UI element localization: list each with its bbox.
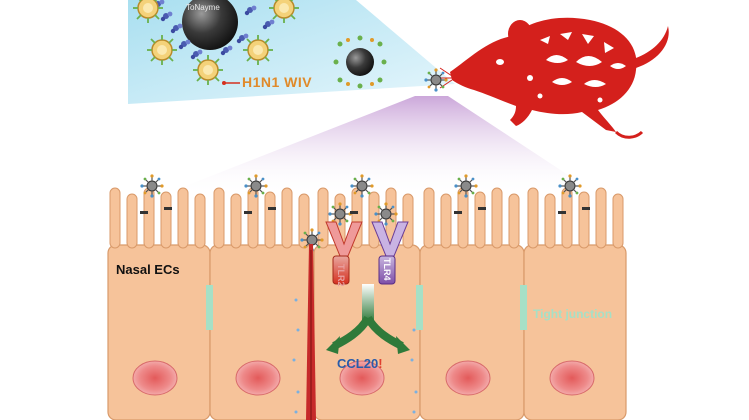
nanoparticle-complex-icon [152,0,287,60]
cell-nucleus [445,360,491,396]
ccl20-label: CCL20! [337,356,383,371]
tlr4-label: TLR4 [382,258,392,281]
tight-junction [416,285,423,330]
epithelial-cell [523,244,627,420]
ccl20-signal-arrow-icon [326,284,410,354]
ccl20-mark: ! [378,356,383,371]
virus-label: H1N1 WIV [242,74,313,90]
tlr2-label: TLR2 [336,264,346,287]
tight-junction-label: Tight junction [533,307,613,321]
tight-junction [206,285,213,330]
rat-icon [438,17,669,139]
cell-nucleus [235,360,281,396]
cell-nucleus [339,360,385,396]
nanoparticle-label: ToNayme [186,3,220,12]
cells-label: Nasal ECs [116,262,180,277]
paracellular-pathway [292,244,418,420]
mucosal-surface-glow [160,96,600,196]
cell-nucleus [132,360,178,396]
tight-junction [520,285,527,330]
receptor-icon-tlr4 [371,221,409,285]
epithelial-cell-layer [107,187,627,420]
receptor-icon-tlr2 [325,221,363,285]
small-nanoparticle-icon [333,35,387,89]
cell-nucleus [549,360,595,396]
ccl20-text: CCL20 [337,356,379,371]
cilia-marks [140,207,590,214]
